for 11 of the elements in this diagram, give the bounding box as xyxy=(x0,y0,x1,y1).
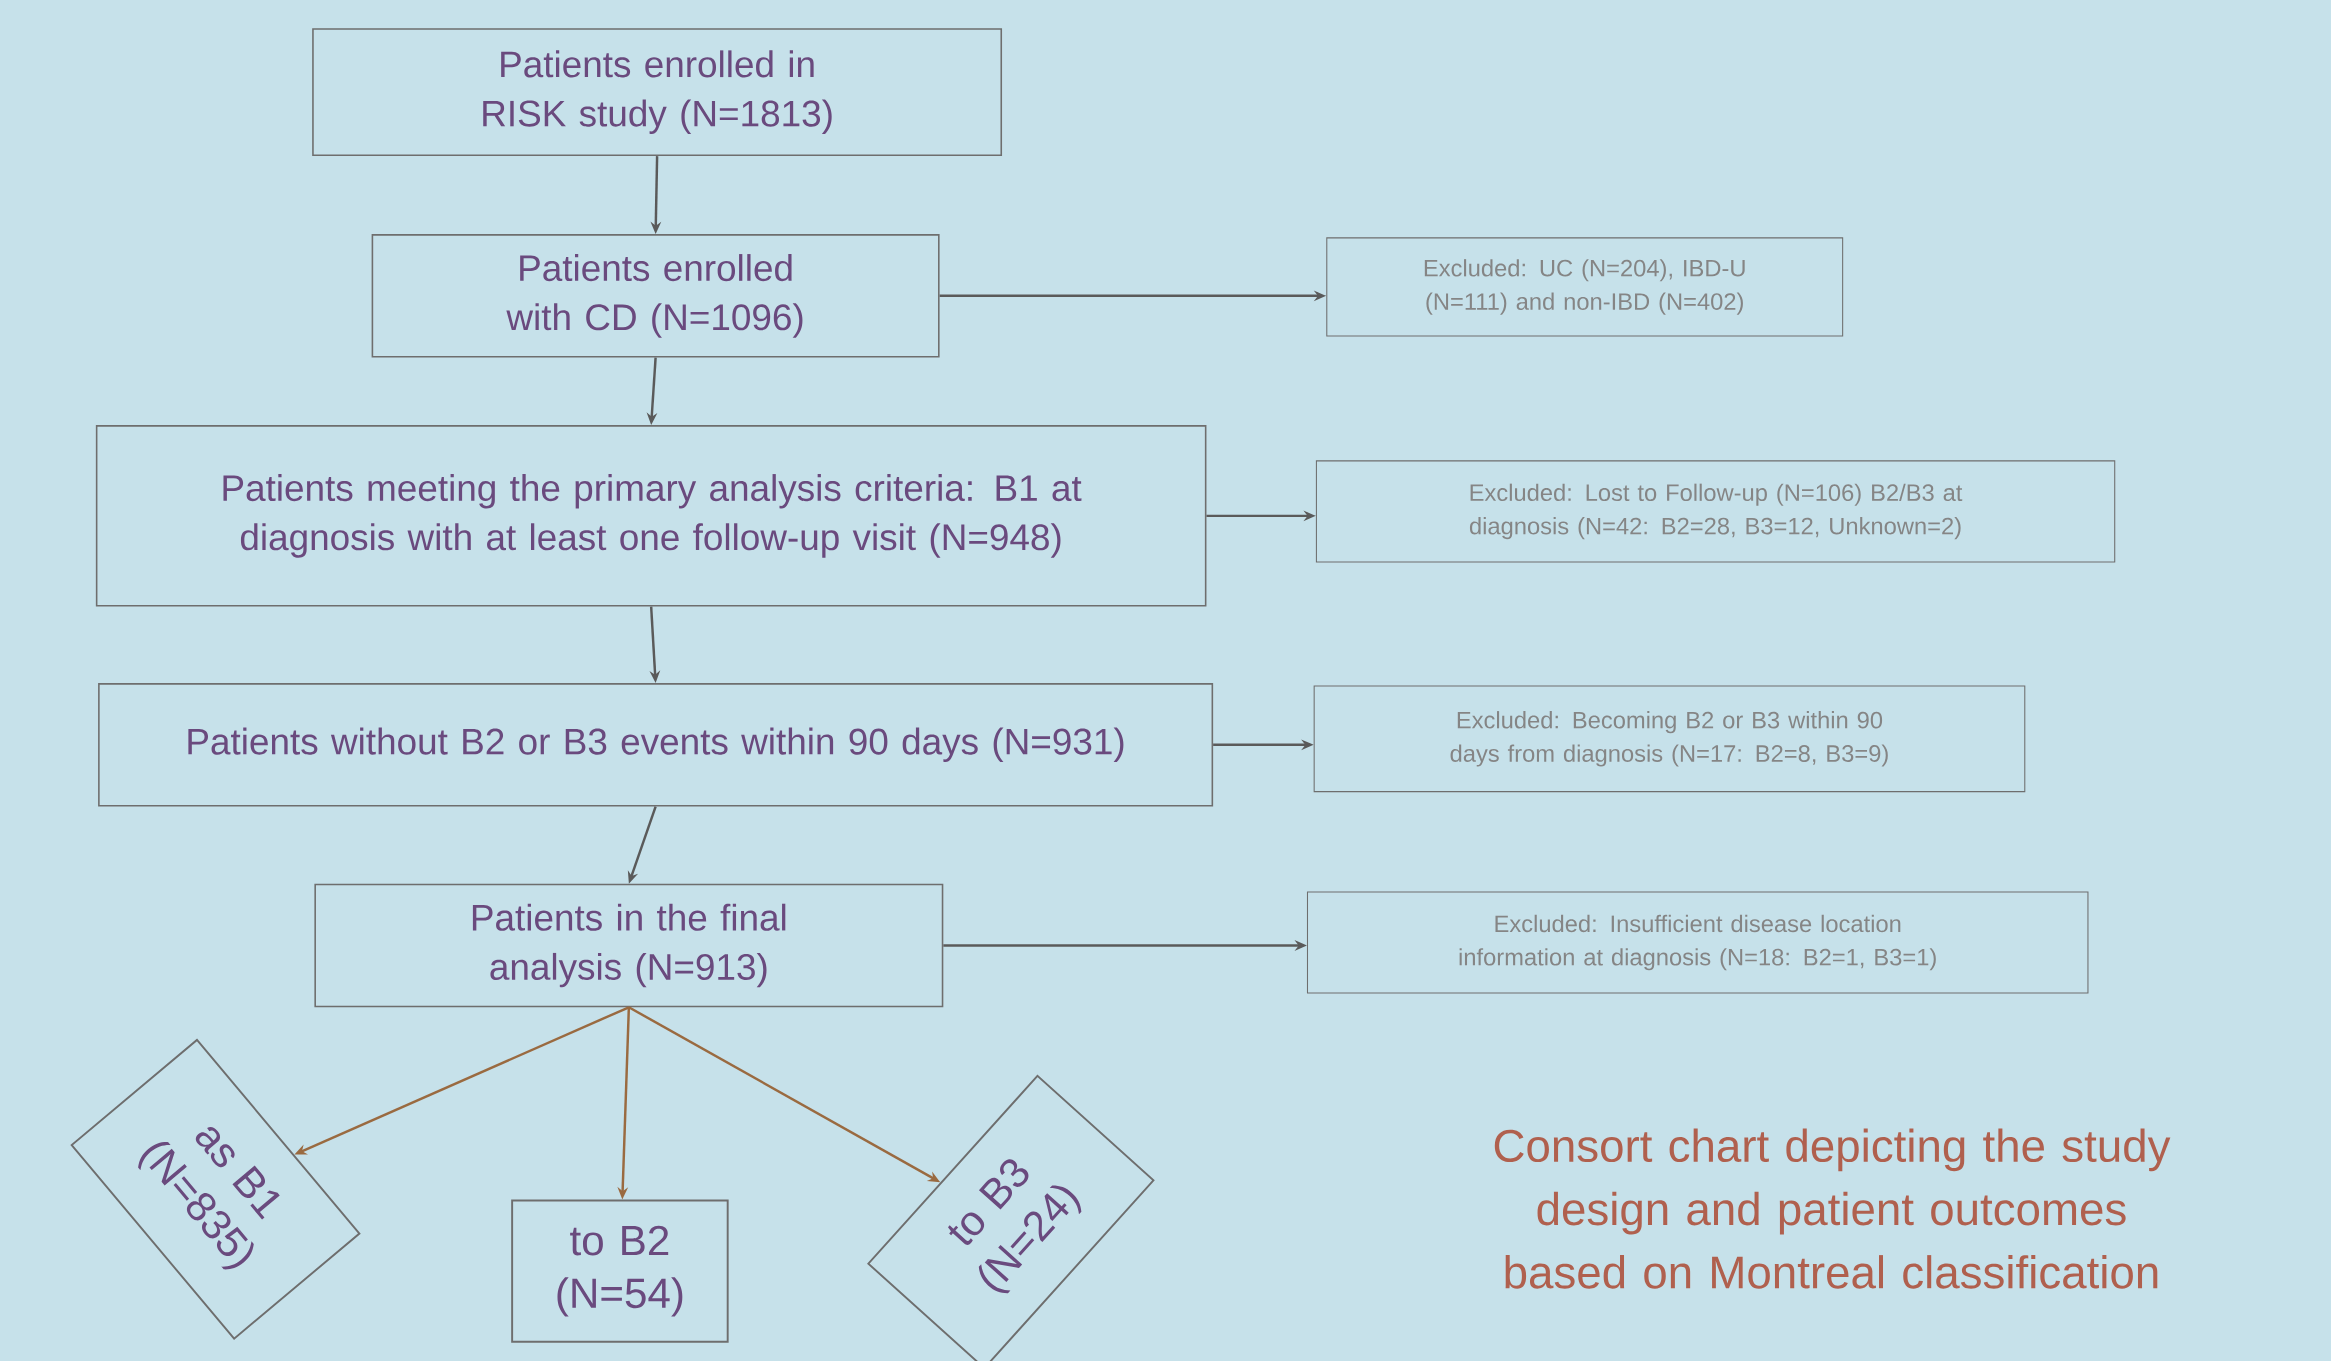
outcome-box: to B2 (N=54) xyxy=(511,1199,729,1343)
exclusion-box: Excluded: Insufficient disease location information at diagnosis (N=18: B2=1, B3=1) xyxy=(1306,891,2089,994)
exclusion-box: Excluded: Lost to Follow-up (N=106) B2/B3 at diagnosis (N=42: B2=28, B3=12, Unknown=2) xyxy=(1315,460,2116,563)
exclusion-box: Excluded: Becoming B2 or B3 within 90 days from diagnosis (N=17: B2=8, B3=9) xyxy=(1313,685,2026,793)
caption: Consort chart depicting the study design and patient outcomes based on Montreal classification xyxy=(1494,1128,2171,1289)
exclusion-box: Excluded: UC (N=204), IBD-U (N=111) and non-IBD (N=402) xyxy=(1326,237,1844,337)
process-box: Patients without B2 or B3 events within 90 days (N=931) xyxy=(98,683,1214,807)
process-box: Patients in the final analysis (N=913) xyxy=(314,883,944,1008)
process-box: Patients enrolled in RISK study (N=1813) xyxy=(312,28,1003,157)
process-box: Patients meeting the primary analysis criteria: B1 at diagnosis with at least one follow-up visit (N=948) xyxy=(95,425,1207,607)
process-box: Patients enrolled with CD (N=1096) xyxy=(371,234,940,358)
